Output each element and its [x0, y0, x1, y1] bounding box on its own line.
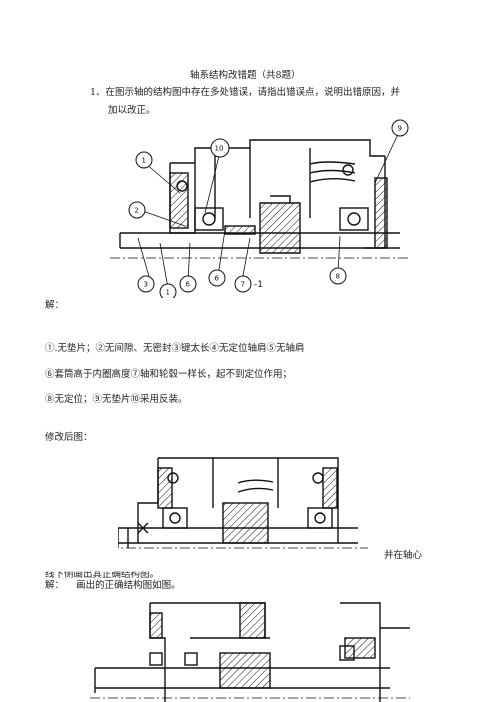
figure-erroneous-structure: 1 2 3 1 6 6 7 -1 8 9 10	[110, 119, 410, 298]
callout-6b: 6	[215, 275, 220, 283]
callout-3: 3	[144, 281, 148, 289]
callout-10: 10	[215, 145, 224, 153]
callout-2: 2	[135, 207, 139, 215]
answer-2-text: 画出的正确结构图如图。	[76, 580, 181, 591]
callout-1b: 1	[166, 289, 170, 297]
cut-text-right: 并在轴心	[384, 550, 423, 561]
question-1-line1: 1、在图示轴的结构图中存在多处错误，请指出错误点，说明出错原因，并	[90, 87, 401, 98]
answer-line-2: ⑥套筒高于内圈高度⑦轴和轮毂一样长，起不到定位作用；	[45, 369, 293, 380]
figure-corrected-structure	[118, 457, 368, 549]
corrected-figure-label: 修改后图：	[45, 432, 93, 443]
callout-9: 9	[398, 125, 402, 133]
callout-extra: -1	[254, 280, 263, 290]
callout-8: 8	[336, 273, 340, 281]
callout-6: 6	[186, 281, 191, 289]
question-1-line2: 加以改正。	[108, 105, 156, 116]
answer-line-3: ⑧无定位；⑨无垫片⑩采用反装。	[45, 394, 188, 405]
problem-title: 轴系结构改错题（共8题）	[190, 70, 301, 81]
callout-1: 1	[142, 157, 146, 165]
cut-text-left: 线下侧画出其正确结构图。	[45, 569, 160, 580]
answer-line-1: ①.无垫片；②无间隙、无密封③键太长④无定位轴肩⑤无轴肩	[45, 343, 305, 354]
answer-2: 解： 画出的正确结构图如图。	[45, 577, 181, 591]
answer-label: 解：	[45, 300, 65, 311]
answer-2-label: 解：	[45, 580, 65, 591]
figure-correct-structure	[90, 602, 410, 702]
callout-7: 7	[241, 281, 245, 289]
